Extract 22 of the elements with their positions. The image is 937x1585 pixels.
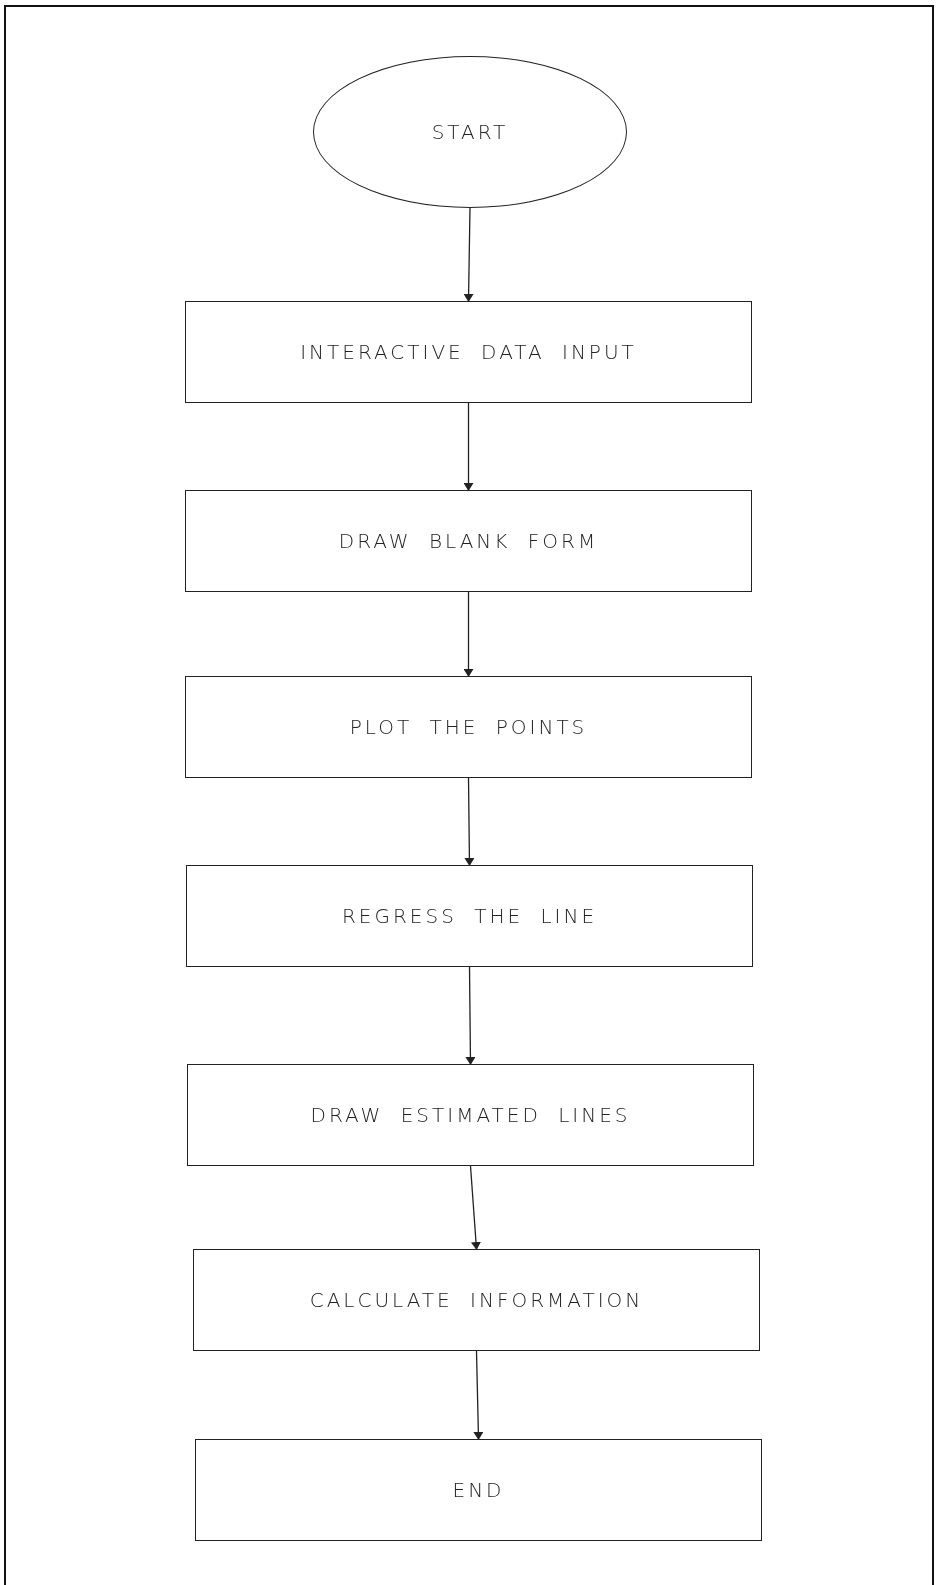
arrow [473, 1350, 484, 1440]
process-box [195, 1439, 762, 1541]
process-box [185, 301, 752, 403]
arrow [464, 777, 475, 866]
process-box [186, 865, 753, 967]
step-label: END [452, 1478, 505, 1502]
arrow [469, 1165, 481, 1250]
step-label: PLOT THE POINTS [349, 715, 588, 739]
process-box [187, 1064, 754, 1166]
step-label: CALCULATE INFORMATION [309, 1288, 644, 1312]
process-box [185, 490, 752, 592]
step-label: DRAW BLANK FORM [338, 529, 599, 553]
arrow [463, 207, 474, 302]
process-box [193, 1249, 760, 1351]
process-box [185, 676, 752, 778]
arrow [463, 591, 474, 677]
step-label: DRAW ESTIMATED LINES [310, 1103, 631, 1127]
step-label: REGRESS THE LINE [341, 904, 598, 928]
step-label: INTERACTIVE DATA INPUT [300, 340, 637, 364]
arrow [463, 402, 474, 491]
arrow [465, 966, 476, 1065]
step-label: START [431, 120, 509, 144]
